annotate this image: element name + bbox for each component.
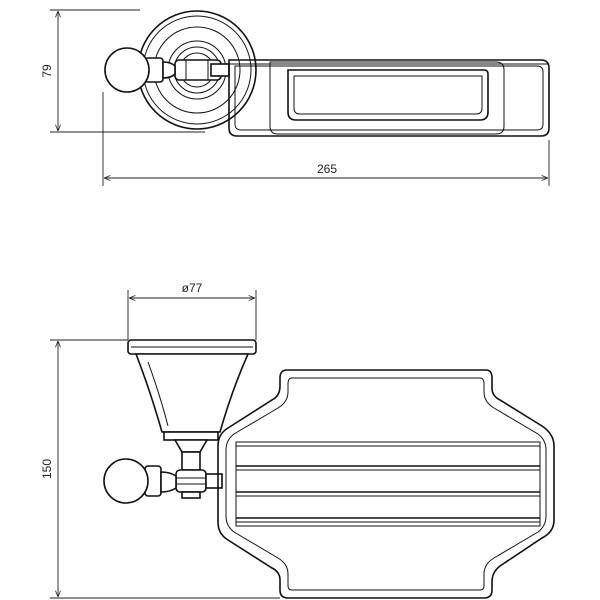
top-view: 79 265 xyxy=(40,9,550,186)
basket-top-view xyxy=(228,59,550,137)
dimension-height-front: 150 xyxy=(40,339,280,599)
dimension-label-79: 79 xyxy=(40,64,54,78)
dimension-diameter: ø77 xyxy=(127,281,257,340)
front-view: ø77 150 xyxy=(40,281,555,599)
knob xyxy=(104,47,176,93)
dimension-width-top: 265 xyxy=(102,92,550,186)
stem xyxy=(175,451,223,499)
arm-connector xyxy=(174,59,230,81)
basket-front-view xyxy=(217,369,555,599)
dimension-label-150: 150 xyxy=(40,459,54,479)
dimension-label-diameter: ø77 xyxy=(182,281,203,295)
dimension-height-top: 79 xyxy=(40,9,205,133)
wall-flange xyxy=(127,339,257,453)
dimension-label-265: 265 xyxy=(317,162,337,176)
knob-front xyxy=(103,458,177,504)
